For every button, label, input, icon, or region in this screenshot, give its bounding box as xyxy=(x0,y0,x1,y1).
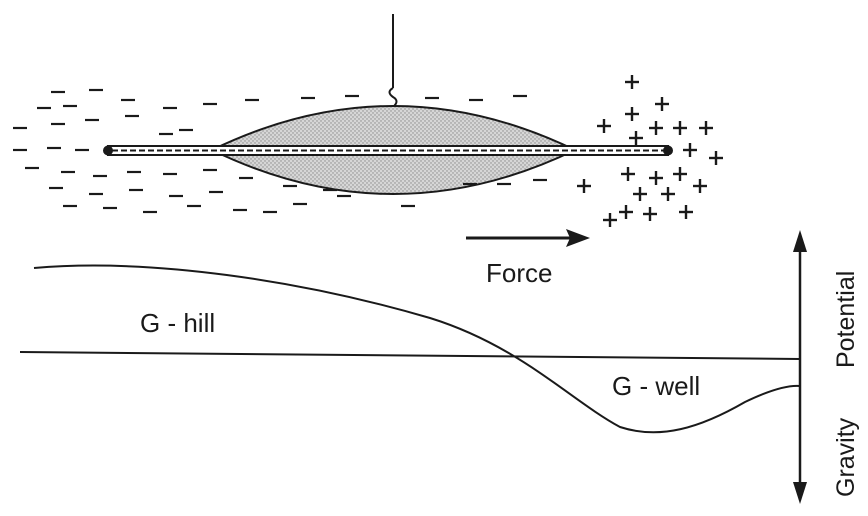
positive-charge-1 xyxy=(625,75,639,89)
potential-axis-up-arrowhead xyxy=(793,230,807,252)
potential-curve xyxy=(33,264,801,434)
positive-charge-20 xyxy=(679,205,693,219)
positive-charge-16 xyxy=(633,187,647,201)
rod-left-end xyxy=(103,145,113,156)
positive-charge-8 xyxy=(629,131,643,145)
baseline xyxy=(19,351,801,360)
positive-charge-19 xyxy=(643,207,657,221)
positive-charge-21 xyxy=(603,213,617,227)
rod-right-end xyxy=(663,145,673,156)
positive-charge-11 xyxy=(577,179,591,193)
suspension-hook xyxy=(388,87,398,108)
positive-charge-7 xyxy=(699,121,713,135)
positive-charge-5 xyxy=(649,121,663,135)
positive-charge-14 xyxy=(673,167,687,181)
potential-axis-down-arrowhead xyxy=(793,482,807,504)
positive-charge-3 xyxy=(597,119,611,133)
positive-charge-18 xyxy=(619,205,633,219)
positive-charge-10 xyxy=(709,151,723,165)
positive-charge-15 xyxy=(693,179,707,193)
positive-charge-6 xyxy=(673,121,687,135)
positive-charge-12 xyxy=(621,167,635,181)
positive-charge-13 xyxy=(649,171,663,185)
force-label: Force xyxy=(486,258,552,288)
negative-charges xyxy=(13,88,547,214)
positive-charge-4 xyxy=(625,107,639,121)
positive-charge-9 xyxy=(683,143,697,157)
g-hill-label: G - hill xyxy=(140,308,215,338)
axis-label-gravity: Gravity xyxy=(832,417,860,497)
positive-charge-17 xyxy=(661,187,675,201)
g-well-label: G - well xyxy=(612,371,700,401)
positive-charges xyxy=(577,75,723,227)
positive-charge-2 xyxy=(655,97,669,111)
axis-label-potential: Potential xyxy=(832,271,860,368)
force-arrowhead xyxy=(566,229,590,247)
